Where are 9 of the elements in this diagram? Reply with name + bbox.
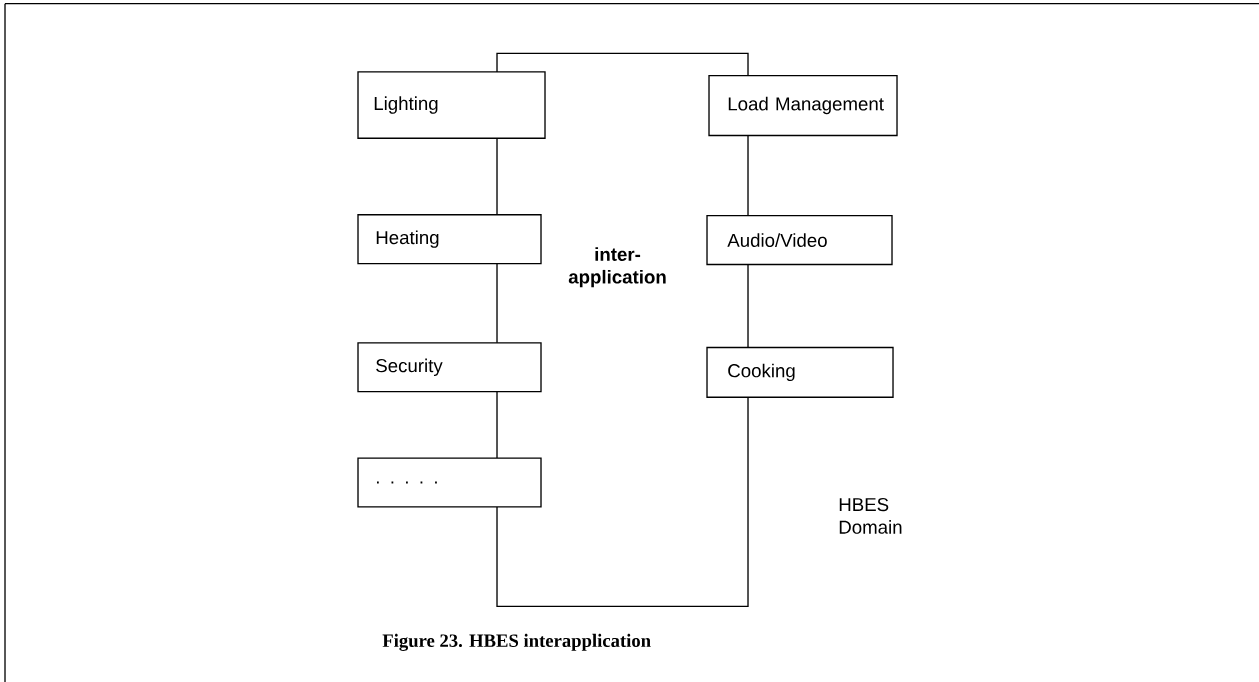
application-box: Security [357, 342, 542, 393]
application-box: Lighting [357, 71, 546, 139]
application-box: . . . . . [357, 457, 542, 508]
application-box: Heating [357, 214, 542, 265]
application-box: Cooking [706, 346, 894, 398]
application-box: Load Management [708, 74, 898, 137]
caption: Figure 23. HBES interapplication [382, 633, 651, 651]
domain-label: HBES Domain [839, 497, 902, 534]
application-box: Audio/Video [706, 215, 893, 266]
